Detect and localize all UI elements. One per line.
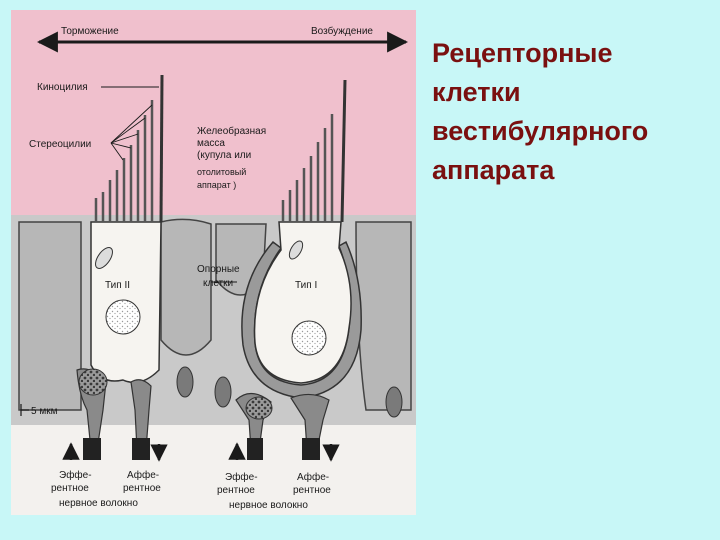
efferent-label-1-line1: Эффе- xyxy=(59,469,92,481)
gel-mass-label-1: Желеобразная xyxy=(197,125,266,137)
gel-mass-label-4: отолитовый xyxy=(197,167,246,177)
type1-kinocilium xyxy=(340,79,347,223)
type2-nucleus xyxy=(105,299,141,335)
efferent-label-1-line2: рентное xyxy=(51,483,89,494)
afferent-label-1-line2: рентное xyxy=(123,483,161,494)
scale-label: 5 мкм xyxy=(31,406,58,417)
afferent-label-2-line2: рентное xyxy=(293,485,331,496)
fiber-label-2: нервное волокно xyxy=(229,500,308,511)
type1-nucleus xyxy=(291,320,327,356)
type2-kinocilium xyxy=(159,74,164,223)
support-cells-label-2: клетки xyxy=(203,278,233,289)
type2-stereocilia xyxy=(94,100,154,222)
type2-label: Тип II xyxy=(105,280,130,291)
slide-title-line-1: Рецепторные xyxy=(432,38,613,68)
fiber-label-1: нервное волокно xyxy=(59,498,138,509)
gel-mass-label-5: аппарат ) xyxy=(197,180,236,190)
vestibular-receptor-diagram: Торможение Возбуждение xyxy=(11,10,416,515)
efferent-label-2-line2: рентное xyxy=(217,485,255,496)
slide-title: Рецепторные клетки вестибулярного аппара… xyxy=(432,34,712,190)
afferent-label-2-line1: Аффе- xyxy=(297,471,329,483)
gel-mass-label-2: масса xyxy=(197,138,225,149)
gel-mass-label-3: (купула или xyxy=(197,150,251,161)
slide-title-line-4: аппарата xyxy=(432,155,555,185)
type1-label: Тип I xyxy=(295,280,317,291)
type1-hair-cell xyxy=(253,221,352,384)
kinocilium-label: Киноцилия xyxy=(37,82,88,93)
type1-stereocilia xyxy=(281,114,334,222)
excitation-label: Возбуждение xyxy=(311,25,373,37)
support-cells-label-1: Опорные xyxy=(197,264,240,275)
afferent-label-1-line1: Аффе- xyxy=(127,469,159,481)
slide-title-line-2: клетки xyxy=(432,77,521,107)
slide-title-line-3: вестибулярного xyxy=(432,116,649,146)
efferent-label-2-line1: Эффе- xyxy=(225,471,258,483)
stereocilia-label: Стереоцилии xyxy=(29,139,91,150)
inhibition-label: Торможение xyxy=(61,26,119,37)
